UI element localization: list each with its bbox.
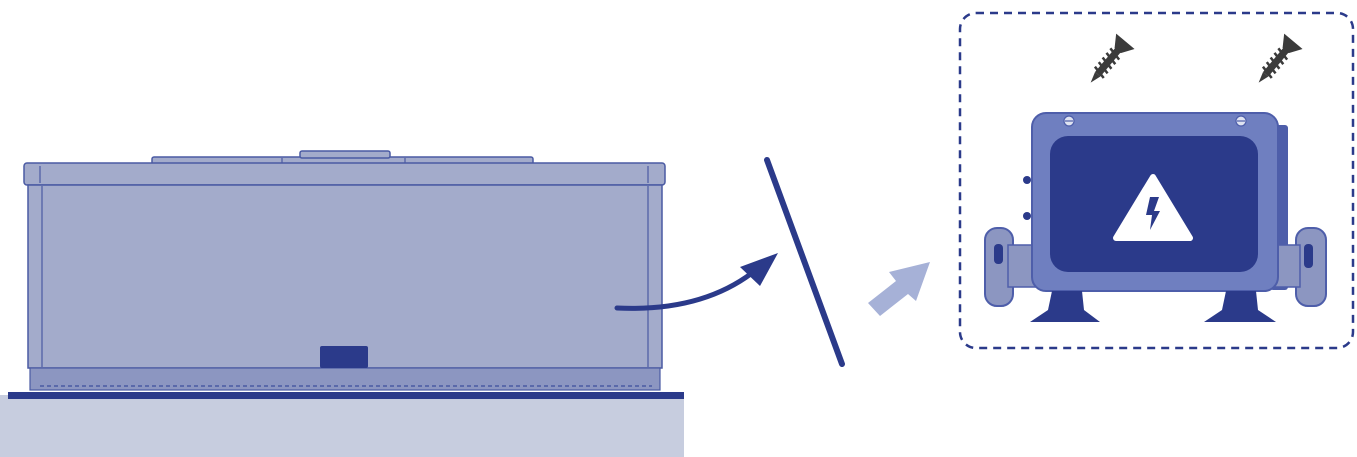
floor-surface xyxy=(0,392,684,457)
detail-frame xyxy=(958,11,1355,350)
screw-icon xyxy=(1090,33,1135,83)
straight-arrow-icon xyxy=(868,262,930,316)
screw-icon xyxy=(1258,33,1303,83)
latch-tab xyxy=(320,346,368,368)
floor-slab xyxy=(0,395,684,457)
foot-left xyxy=(1030,291,1100,322)
enclosure-cover xyxy=(23,150,666,391)
floor-edge xyxy=(8,392,684,399)
detail-inset xyxy=(958,11,1355,350)
lid-center-strip xyxy=(299,150,391,159)
cover-body xyxy=(27,184,663,369)
curved-arrow-icon xyxy=(614,253,778,311)
foot-right xyxy=(1204,291,1276,322)
removed-panel xyxy=(764,157,845,367)
high-voltage-warning-icon xyxy=(1113,174,1193,241)
lid-rim xyxy=(23,162,666,186)
control-pack xyxy=(984,112,1327,322)
